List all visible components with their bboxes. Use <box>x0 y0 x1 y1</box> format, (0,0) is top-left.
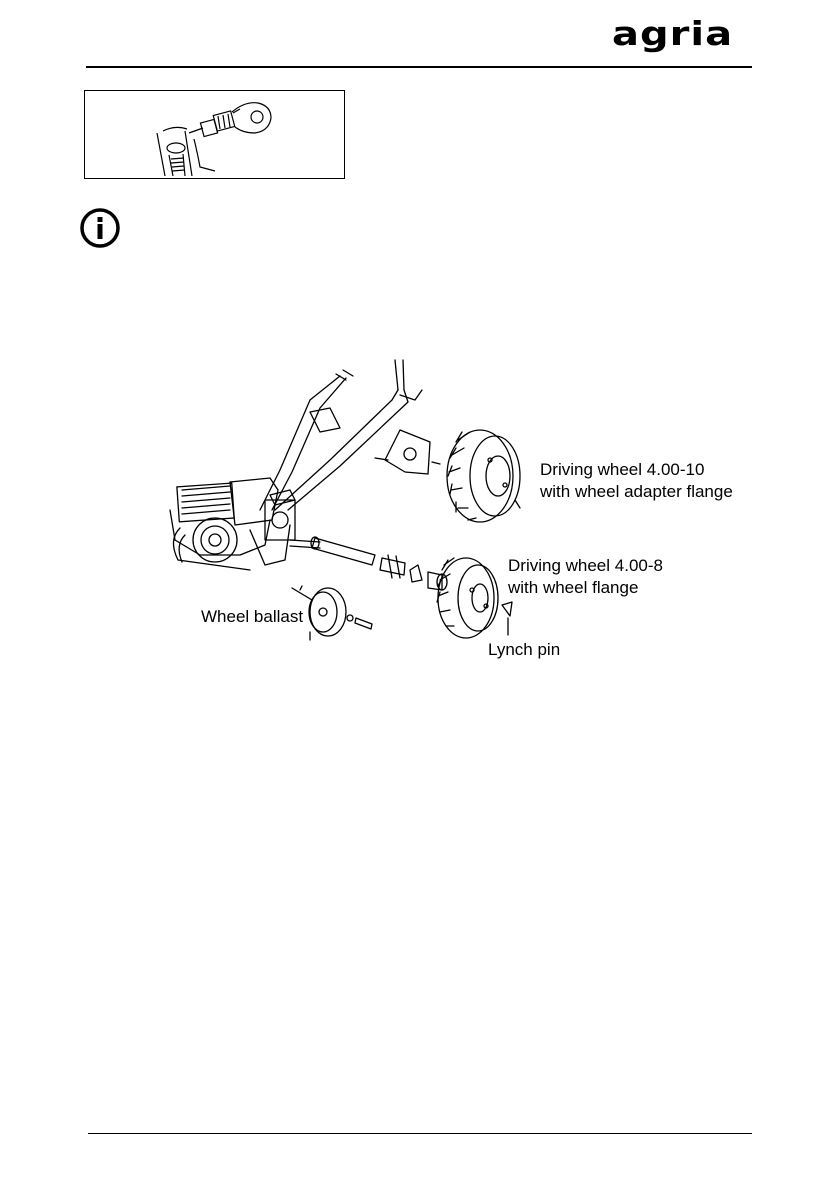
label-driving-wheel-4-00-10: Driving wheel 4.00-10 <box>540 460 704 480</box>
lynch-pin-drawing <box>502 602 512 635</box>
wheel-4-00-8-drawing <box>437 558 498 638</box>
label-wheel-ballast: Wheel ballast <box>201 607 303 627</box>
wheel-ballast-drawing <box>292 586 372 640</box>
label-lynch-pin: Lynch pin <box>488 640 560 660</box>
header-rule <box>86 66 752 68</box>
agria-logo: agria <box>612 18 733 51</box>
label-wheel-flange: with wheel flange <box>508 578 638 598</box>
axle-parts-drawing <box>311 537 447 590</box>
dipstick-illustration <box>85 91 346 180</box>
label-wheel-adapter-flange: with wheel adapter flange <box>540 482 733 502</box>
wheel-4-00-10-drawing <box>375 430 520 522</box>
label-driving-wheel-4-00-8: Driving wheel 4.00-8 <box>508 556 663 576</box>
dipstick-illustration-frame <box>84 90 345 179</box>
info-icon <box>79 207 121 249</box>
footer-rule <box>88 1133 752 1134</box>
engine-drawing <box>170 478 320 570</box>
